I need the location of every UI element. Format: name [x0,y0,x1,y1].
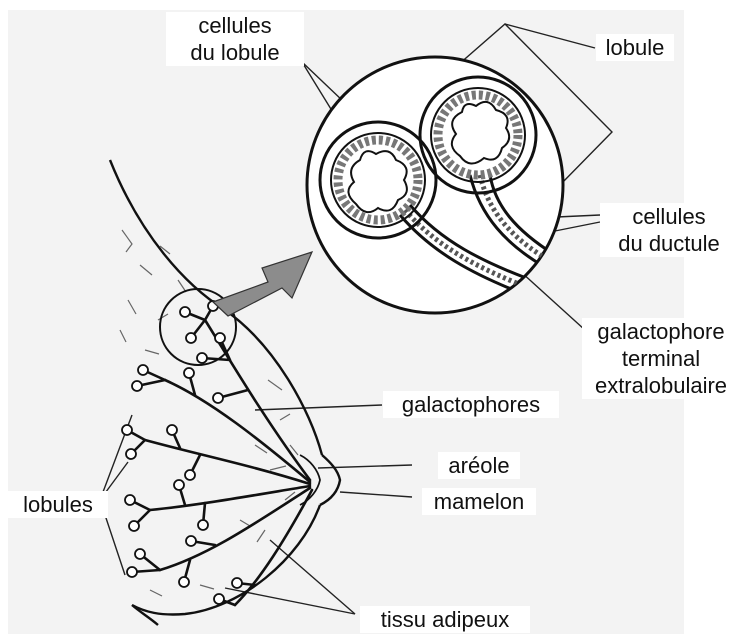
label-tissu-adipeux: tissu adipeux [360,606,530,633]
label-cellules-du-ductule: cellules du ductule [600,203,738,257]
label-lobules: lobules [8,491,108,518]
leader-mamelon [340,492,412,497]
duct-mid-upper [165,380,310,482]
breast-base-contour [132,605,158,625]
leader-tissu-adipeux-2 [270,540,355,614]
label-areole: aréole [438,452,520,479]
magnified-lobule-view [307,57,563,313]
leader-lobule [505,24,595,48]
duct-mid-lower [150,486,310,510]
nipple-contour [320,455,340,505]
label-galactophore-terminal: galactophore terminal extralobulaire [582,318,739,399]
magnify-arrow [213,252,312,316]
label-galactophores: galactophores [383,391,559,418]
label-mamelon: mamelon [422,488,536,515]
duct-bottom [235,490,312,605]
label-lobule: lobule [596,34,674,61]
leader-galactophores [255,405,382,410]
label-cellules-du-lobule: cellules du lobule [166,12,304,66]
